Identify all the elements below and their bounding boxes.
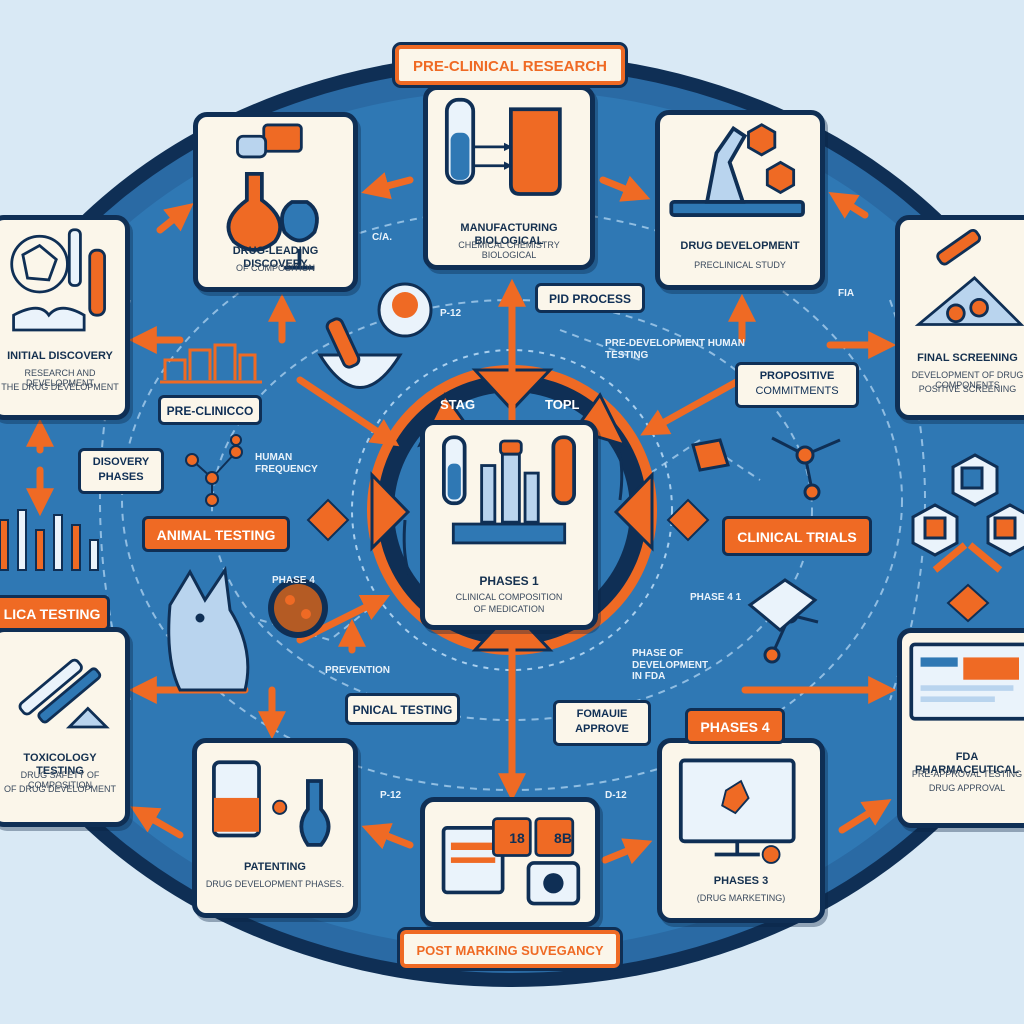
research-book-icon [10, 228, 106, 332]
card-subtitle: (DRUG MARKETING) [696, 893, 786, 903]
card-subtitle: DEVELOPMENT OF DRUG COMPONENTS [911, 370, 1024, 391]
label-phase-4-1: PHASE 4 1 [690, 592, 742, 603]
outer-ring [351, 349, 673, 671]
card-title: PHASES 3 [713, 875, 769, 887]
tag-line: APPROVE [575, 723, 629, 735]
tag-proposal: PROPOSITIVE COMMITMENTS [735, 362, 859, 408]
test-tubes-icon [444, 97, 562, 196]
tag-pid-process: PID PROCESS [535, 283, 645, 313]
label-p12-bottom: P-12 [380, 790, 402, 801]
card-top-right: DRUG DEVELOPMENT PRECLINICAL STUDY [655, 110, 825, 290]
flower-badge [377, 282, 433, 338]
ring-label-right: TOPL [545, 397, 580, 412]
tag-fda-approve: FOMAUIE APPROVE [553, 700, 651, 746]
label-line: TESTING [605, 349, 649, 361]
tag-clinical-testing: LICA TESTING [0, 595, 110, 631]
center-subtitle: OF MEDICATION [473, 604, 545, 614]
tag-disovery-phases: DISOVERY PHASES [78, 448, 164, 494]
card-subtitle: DRUG APPROVAL [928, 783, 1006, 793]
label-p12-top: P-12 [440, 308, 462, 319]
lab-equipment-right [691, 438, 818, 632]
tag-line: FOMAUIE [576, 708, 628, 720]
badge-8b: 8B [554, 830, 572, 846]
card-left-upper: INITIAL DISCOVERY RESEARCH AND DEVELOPME… [0, 215, 130, 420]
banner-pre-clinical-research: PRE-CLINICAL RESEARCH [392, 42, 628, 88]
tag-pre-clinical: PRE-CLINICCO [158, 395, 262, 425]
card-bottom-center: 18 8B [420, 797, 600, 927]
chemistry-glassware-icon [226, 123, 319, 270]
card-bottom-left: PATENTING DRUG DEVELOPMENT PHASES. [192, 738, 358, 918]
label-line: DEVELOPMENT [632, 659, 709, 671]
label-phase-of-development: PHASE OF DEVELOPMENT IN FDA [632, 648, 708, 683]
card-subtitle: CHEMICAL CHEMISTRY BIOLOGICAL [458, 240, 560, 261]
banner-post-marking: POST MARKING SUVEGANCY [397, 927, 623, 971]
center-title: PHASES 1 [479, 574, 539, 588]
tag-line: DISOVERY [92, 456, 150, 468]
label-human-frequency: HUMAN FREQUENCY [255, 452, 318, 475]
tag-clinical-trials: CLINICAL TRIALS [722, 516, 872, 556]
card-subtitle: THE DRUG DEVELOPMENT [1, 382, 119, 392]
card-subtitle: OF DRUG DEVELOPMENT [3, 784, 116, 794]
tag-line: PROPOSITIVE [759, 370, 835, 382]
mortar-pestle [317, 317, 403, 389]
label-ca: C/A. [372, 232, 392, 243]
label-prevention: PREVENTION [325, 665, 391, 676]
documents-camera-icon [441, 817, 581, 906]
label-line: PHASE OF [632, 648, 684, 659]
card-title: MANUFACTURING BIOLOGICAL [460, 222, 558, 247]
syringe-icon [18, 658, 110, 729]
label-d12: D-12 [605, 790, 627, 801]
tag-pnical-testing: PNICAL TESTING [345, 693, 460, 725]
card-title: TOXICOLOGY TESTING [23, 752, 97, 777]
card-title: DRUG DEVELOPMENT [680, 240, 800, 252]
label-fia: FIA [838, 288, 855, 299]
card-center: PHASES 1 CLINICAL COMPOSITION OF MEDICAT… [420, 420, 598, 630]
hexagon-cluster [911, 453, 1024, 557]
card-title: DRUG-LEADING DISCOVERY [232, 245, 319, 270]
tag-phases-4: PHASES 4 [685, 708, 785, 744]
card-subtitle: PRECLINICAL STUDY [694, 260, 786, 270]
screening-icon [914, 228, 1024, 326]
label-line: PRE-DEVELOPMENT HUMAN [605, 338, 746, 349]
card-top-left: DRUG-LEADING DISCOVERY OF COMPOSITION [193, 112, 358, 292]
label-line: IN FDA [632, 671, 666, 682]
label-human-testing: PRE-DEVELOPMENT HUMAN TESTING [605, 338, 745, 361]
tag-line: COMMITMENTS [755, 385, 839, 397]
card-title: PATENTING [244, 861, 306, 873]
tag-animal-testing: ANIMAL TESTING [142, 516, 290, 552]
report-screen-icon [909, 642, 1024, 721]
tag-line: PHASES [98, 471, 144, 483]
label-phase-4: PHASE 4 [272, 575, 315, 586]
card-title: FINAL SCREENING [917, 352, 1018, 364]
card-subtitle: DRUG SAFETY OF COMPOSITION [20, 770, 100, 791]
card-title: FDA PHARMACEUTICAL [915, 751, 1019, 776]
microscope-icon [669, 123, 805, 217]
card-title: INITIAL DISCOVERY [7, 350, 113, 362]
ring-label-left: STAG [440, 397, 476, 412]
molecule-left [185, 434, 243, 507]
badge-18: 18 [509, 830, 525, 846]
monitor-icon [678, 758, 796, 864]
card-subtitle: POSITIVE SCREENING [918, 384, 1017, 394]
card-subtitle: OF COMPOSITION [235, 263, 315, 273]
card-top-center: MANUFACTURING BIOLOGICAL CHEMICAL CHEMIS… [423, 85, 595, 270]
card-right-lower: FDA PHARMACEUTICAL PRE-APPROVAL TESTING … [897, 628, 1024, 828]
bar-chart-left [0, 509, 99, 571]
label-line: HUMAN [255, 452, 293, 463]
lab-columns-icon [441, 435, 577, 545]
center-subtitle: CLINICAL COMPOSITION [455, 592, 563, 602]
card-left-lower: TOXICOLOGY TESTING DRUG SAFETY OF COMPOS… [0, 627, 130, 827]
card-subtitle: DRUG DEVELOPMENT PHASES. [205, 879, 345, 889]
medicine-bottle-icon [212, 760, 331, 847]
label-line: FREQUENCY [255, 463, 318, 475]
card-bottom-right: PHASES 3 (DRUG MARKETING) [657, 738, 825, 923]
card-subtitle: PRE-APPROVAL TESTING [911, 769, 1023, 779]
animal-illustration [167, 565, 250, 692]
card-right-upper: FINAL SCREENING DEVELOPMENT OF DRUG COMP… [895, 215, 1024, 420]
card-subtitle: RESEARCH AND DEVELOPMENT [24, 368, 96, 389]
specimen-dish [268, 578, 328, 638]
